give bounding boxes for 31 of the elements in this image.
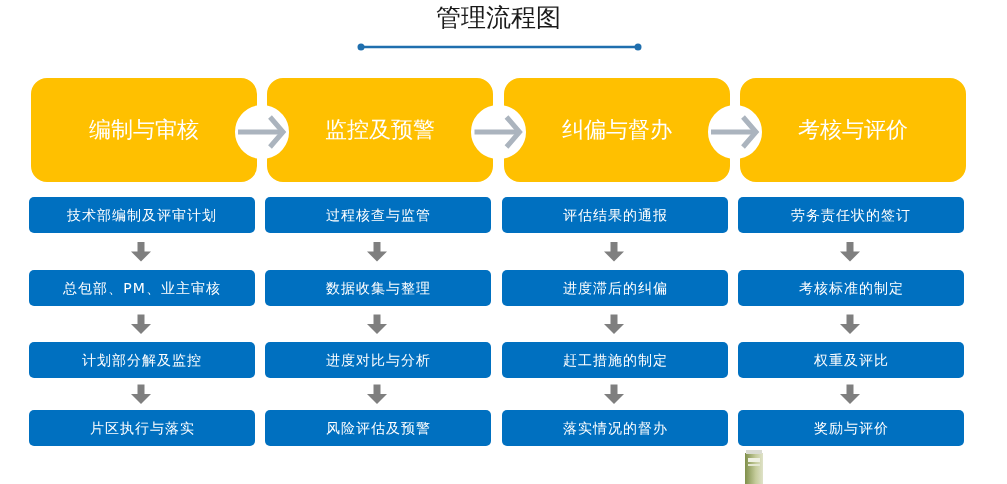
- step-box: 进度对比与分析: [265, 342, 491, 378]
- arrow: [367, 314, 387, 334]
- arrow: [604, 314, 624, 334]
- step-box: 技术部编制及评审计划: [29, 197, 255, 233]
- stage-box: 考核与评价: [740, 78, 966, 182]
- stage-box: 纠偏与督办: [504, 78, 730, 182]
- step-box: 进度滞后的纠偏: [502, 270, 728, 306]
- arrow: [238, 114, 286, 150]
- step-box: 考核标准的制定: [738, 270, 964, 306]
- arrow: [840, 384, 860, 404]
- arrow: [840, 314, 860, 334]
- step-box: 数据收集与整理: [265, 270, 491, 306]
- step-box: 风险评估及预警: [265, 410, 491, 446]
- step-box: 过程核查与监管: [265, 197, 491, 233]
- step-box: 奖励与评价: [738, 410, 964, 446]
- stage-box: 监控及预警: [267, 78, 493, 182]
- step-box: 劳务责任状的签订: [738, 197, 964, 233]
- arrow: [604, 384, 624, 404]
- stage-box: 编制与审核: [31, 78, 257, 182]
- step-box: 赶工措施的制定: [502, 342, 728, 378]
- arrow: [474, 114, 522, 150]
- step-box: 落实情况的督办: [502, 410, 728, 446]
- arrow: [131, 384, 151, 404]
- arrow: [711, 114, 759, 150]
- step-box: 总包部、PM、业主审核: [29, 270, 255, 306]
- step-box: 评估结果的通报: [502, 197, 728, 233]
- arrow: [367, 384, 387, 404]
- step-box: 权重及评比: [738, 342, 964, 378]
- title: 管理流程图: [435, 3, 561, 33]
- step-box: 片区执行与落实: [29, 410, 255, 446]
- step-box: 计划部分解及监控: [29, 342, 255, 378]
